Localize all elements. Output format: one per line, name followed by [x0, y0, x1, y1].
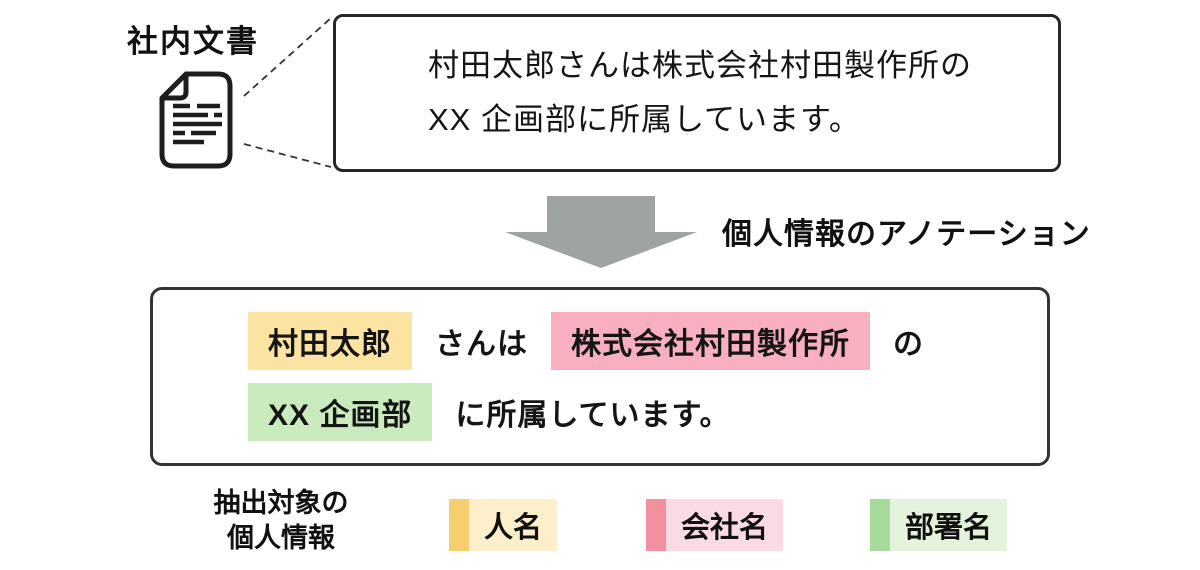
annotated-text-box: 村田太郎 さんは 株式会社村田製作所 の XX 企画部 に所属しています。: [150, 287, 1050, 466]
entity-person-highlight: 村田太郎: [248, 312, 412, 370]
annotated-line-1: 村田太郎 さんは 株式会社村田製作所 の: [248, 312, 1047, 370]
source-text-line-2: XX 企画部に所属しています。: [428, 102, 861, 137]
source-document-label: 社内文書: [127, 24, 259, 59]
legend-label-person: 人名: [469, 499, 557, 551]
annotated-line-2: XX 企画部 に所属しています。: [248, 383, 1047, 441]
legend-label-department: 部署名: [890, 499, 1007, 551]
document-icon: [159, 71, 233, 169]
legend-label-company: 会社名: [666, 499, 783, 551]
legend-color-bar-department: [870, 499, 890, 551]
legend-item-person: 人名: [449, 499, 557, 551]
plain-text: さんは: [435, 328, 528, 361]
entity-company-highlight: 株式会社村田製作所: [551, 312, 870, 370]
down-arrow-icon: [505, 196, 697, 268]
annotation-process-label: 個人情報のアノテーション: [722, 218, 1091, 251]
legend-color-bar-person: [449, 499, 469, 551]
plain-text: に所属しています。: [455, 399, 731, 432]
legend-item-department: 部署名: [870, 499, 1007, 551]
source-text-line-1: 村田太郎さんは株式会社村田製作所の: [428, 48, 972, 83]
legend-color-bar-company: [646, 499, 666, 551]
legend-title: 抽出対象の 個人情報: [180, 486, 382, 556]
source-text-box: 村田太郎さんは株式会社村田製作所の XX 企画部に所属しています。: [333, 14, 1061, 172]
entity-department-highlight: XX 企画部: [248, 383, 433, 441]
legend-title-line-1: 抽出対象の: [213, 488, 349, 518]
legend-title-line-2: 個人情報: [227, 523, 335, 553]
plain-text: の: [893, 328, 924, 361]
legend-item-company: 会社名: [646, 499, 783, 551]
